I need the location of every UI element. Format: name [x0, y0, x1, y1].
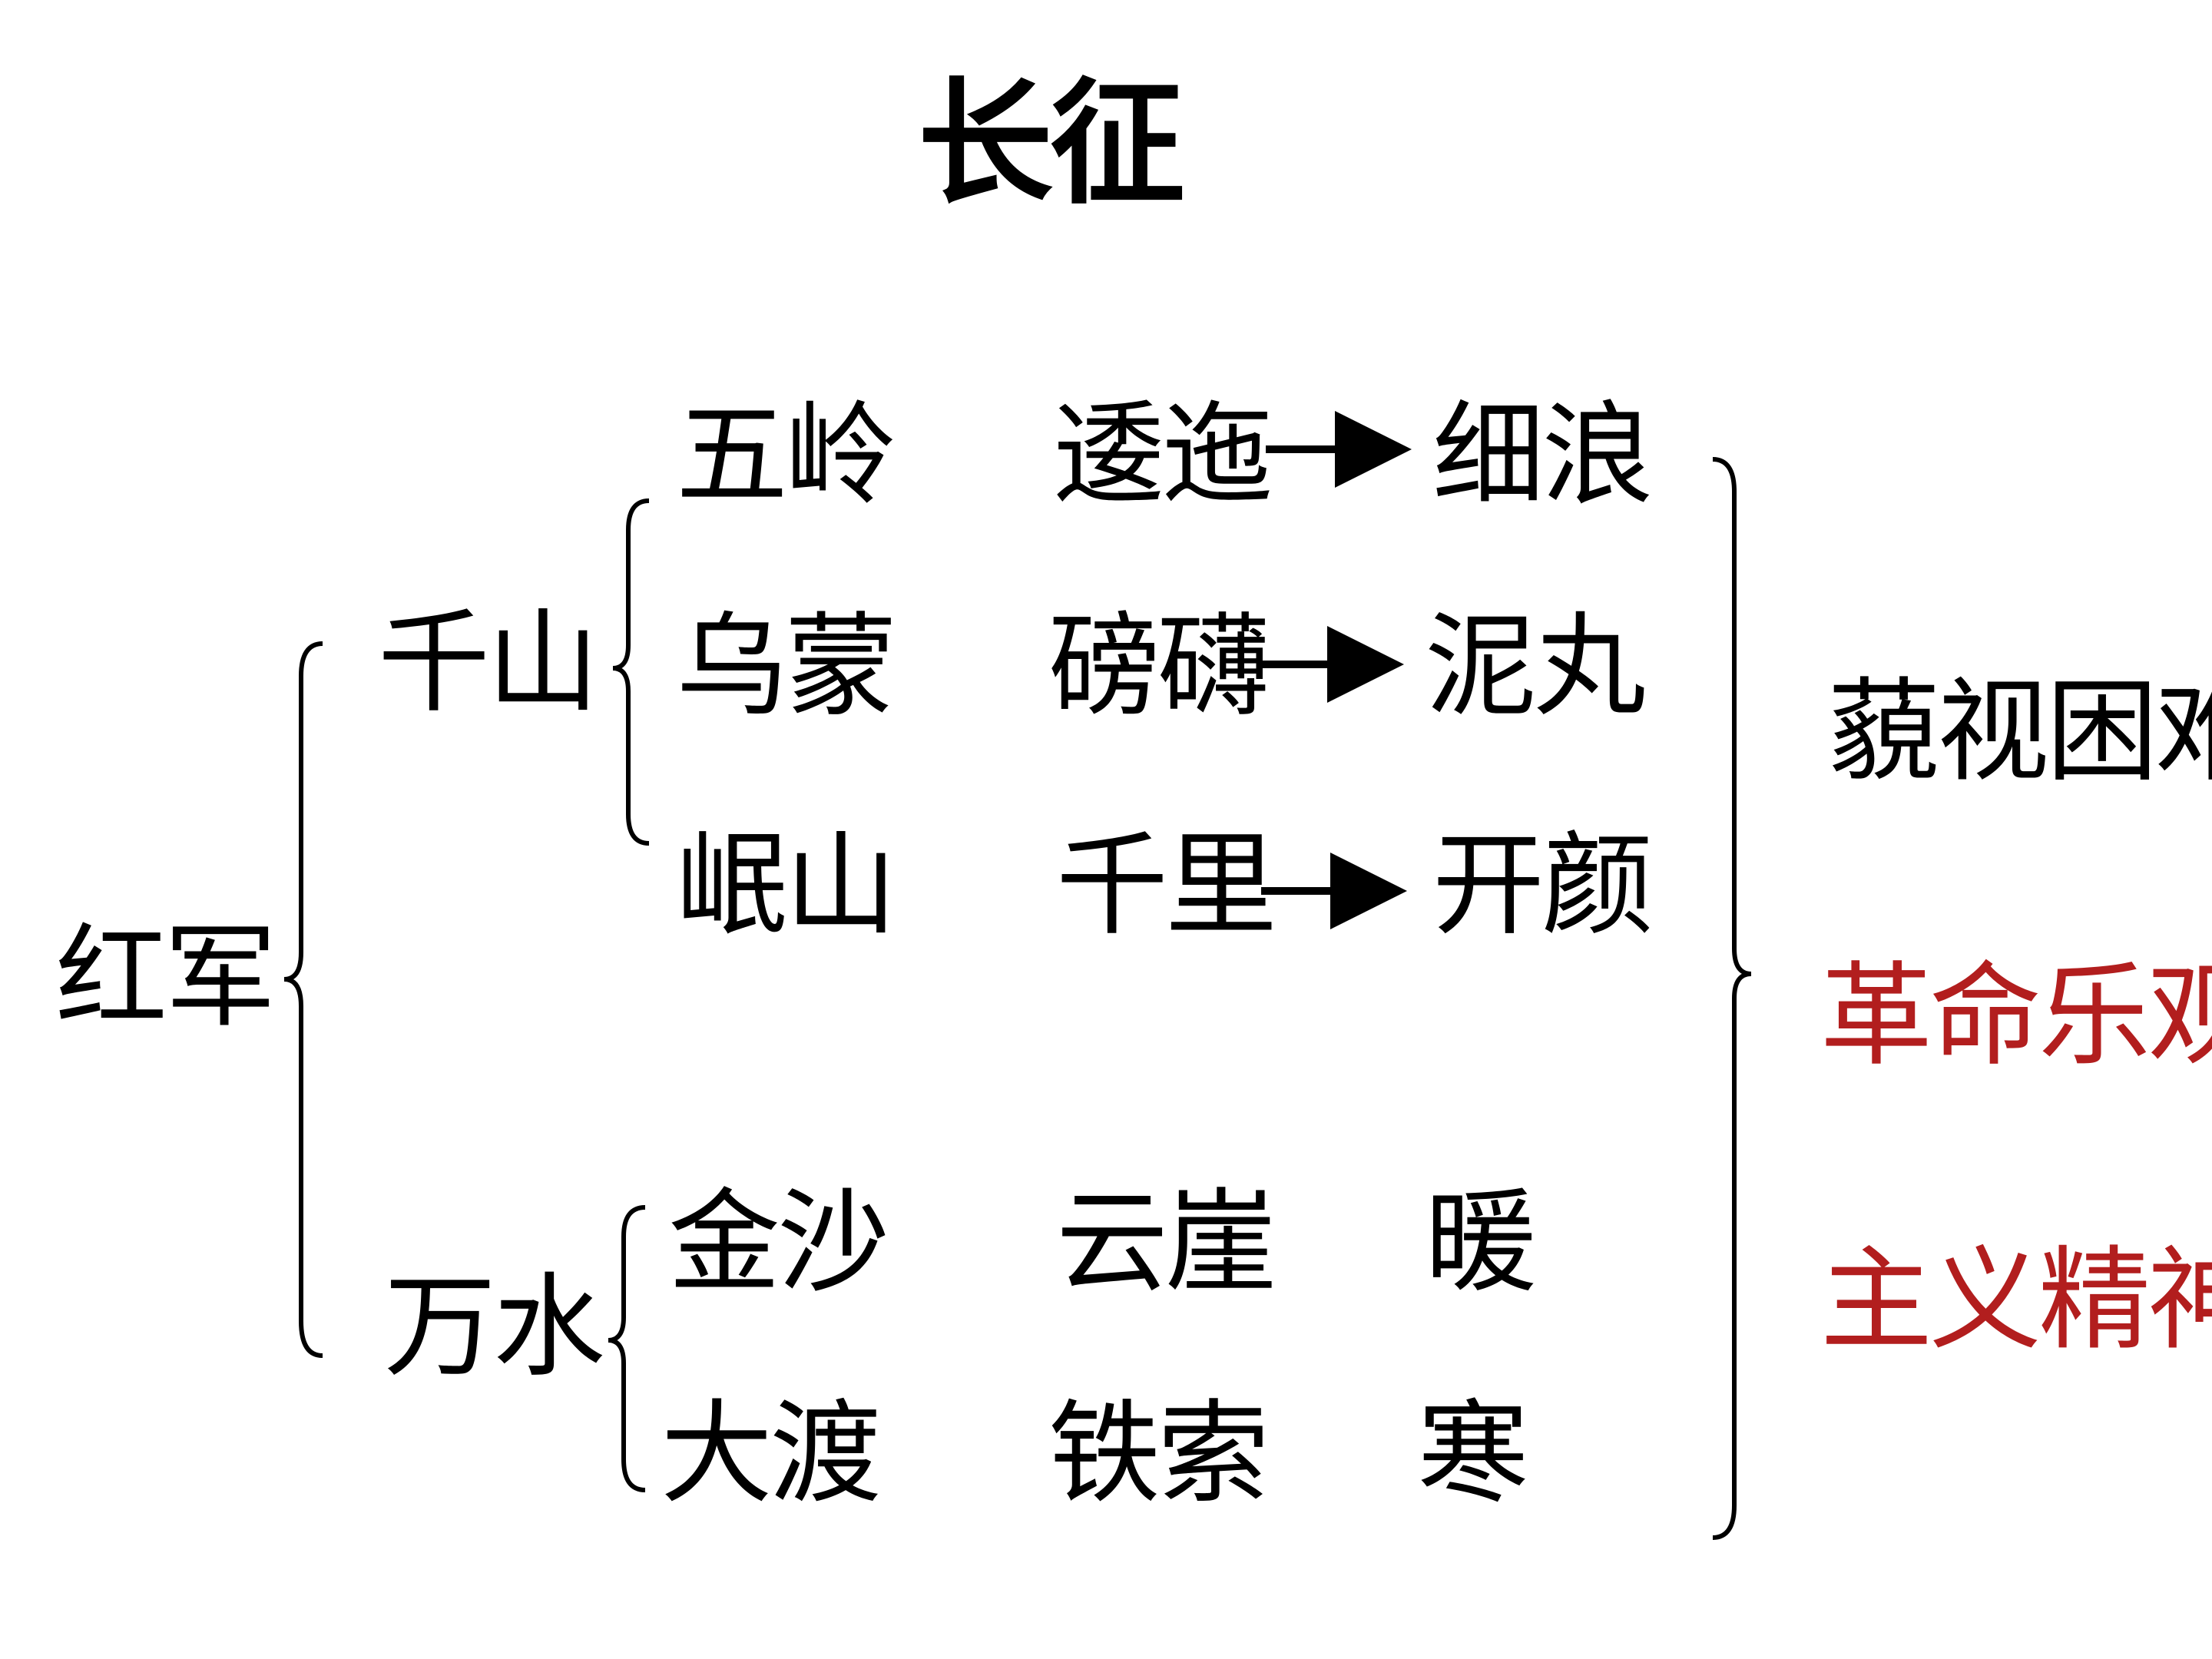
- brace-conclusion: [1712, 457, 1752, 1540]
- conclusion-line-1: 藐视困难: [1828, 667, 2212, 797]
- mountain-place-2: 乌蒙: [676, 601, 897, 732]
- water-result-2: 寒: [1417, 1389, 1529, 1519]
- root-node-red-army: 红军: [55, 912, 276, 1043]
- mountain-desc-2: 磅礴: [1048, 601, 1270, 732]
- brace-mountains: [612, 498, 650, 846]
- diagram-title: 长征: [918, 65, 1185, 223]
- conclusion-line-3: 主义精神: [1820, 1235, 2212, 1366]
- branch-waters: 万水: [384, 1262, 605, 1392]
- branch-mountains: 千山: [378, 598, 599, 728]
- mountain-result-2: 泥丸: [1425, 601, 1646, 732]
- mountain-place-1: 五岭: [676, 390, 897, 521]
- mountain-place-3: 岷山: [676, 820, 897, 951]
- water-desc-1: 云崖: [1056, 1177, 1277, 1308]
- mountain-desc-1: 逶迤: [1052, 390, 1273, 521]
- brace-root: [283, 641, 323, 1358]
- mountain-result-1: 细浪: [1432, 390, 1654, 521]
- brace-waters: [608, 1205, 646, 1492]
- water-place-1: 金沙: [668, 1177, 889, 1308]
- mountain-result-3: 开颜: [1432, 820, 1654, 951]
- mountain-desc-3: 千里: [1056, 820, 1277, 951]
- water-place-2: 大渡: [661, 1389, 882, 1519]
- conclusion-line-2: 革命乐观: [1820, 951, 2212, 1081]
- water-desc-2: 铁索: [1048, 1389, 1270, 1519]
- water-result-1: 暖: [1425, 1177, 1537, 1308]
